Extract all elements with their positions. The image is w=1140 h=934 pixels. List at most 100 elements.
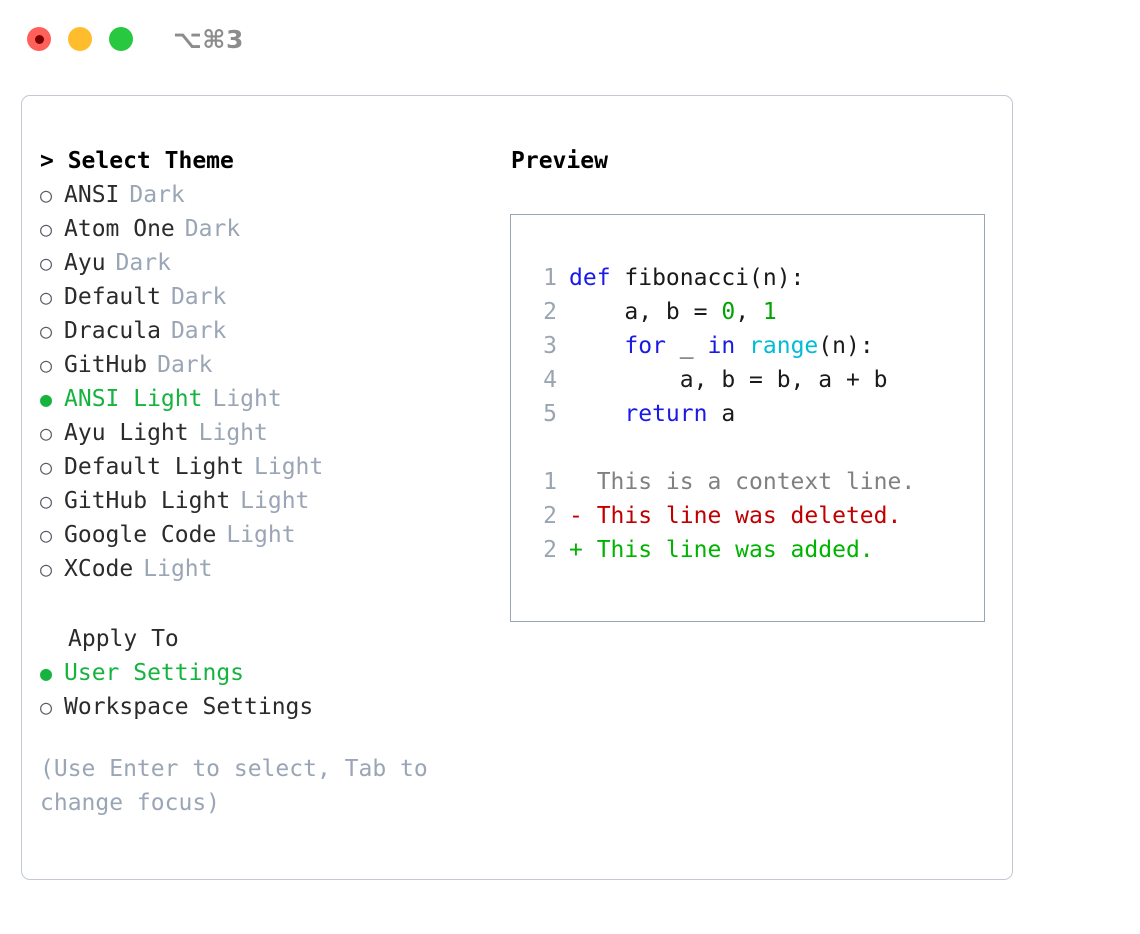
code-line-content: a, b = 0, 1 <box>569 295 777 329</box>
code-line-number: 3 <box>543 333 557 359</box>
theme-option-label: Default Light <box>64 454 245 480</box>
code-token-txt: a, b = b, a + b <box>569 367 888 393</box>
radio-selected-icon: ● <box>40 661 53 685</box>
code-token-fn: range <box>749 333 819 359</box>
recording-indicator-icon <box>34 34 44 44</box>
theme-option[interactable]: ○ Ayu Light Light <box>40 416 510 450</box>
diff-line-number: 2 <box>543 503 557 529</box>
diff-line-content-ctx: This is a context line. <box>569 469 916 495</box>
theme-option-label: GitHub Light <box>64 488 231 514</box>
theme-option-tag: Dark <box>157 352 213 378</box>
code-line-content: for _ in range(n): <box>569 329 873 363</box>
theme-option-label: ANSI <box>64 182 120 208</box>
apply-to-spacer <box>40 586 510 622</box>
theme-option-tag: Dark <box>170 318 227 344</box>
code-line-content: def fibonacci(n): <box>569 261 804 295</box>
theme-picker-header: > Select Theme <box>40 148 234 174</box>
theme-option-tag: Light <box>143 556 213 582</box>
theme-option-label: Default <box>64 284 161 310</box>
radio-selected-icon: ● <box>40 387 53 411</box>
code-line-number: 4 <box>543 367 557 393</box>
theme-option-tag: Dark <box>129 182 185 208</box>
code-token-kw: in <box>707 333 736 359</box>
diff-gap <box>527 431 984 465</box>
theme-option-tag: Dark <box>184 216 241 242</box>
hint-spacer <box>40 724 510 752</box>
code-token-kw: def <box>569 265 625 291</box>
code-token-txt <box>569 401 624 427</box>
code-token-num: 0 <box>721 299 736 325</box>
theme-option-label: GitHub <box>64 352 148 378</box>
theme-option[interactable]: ○ Default Light Light <box>40 450 510 484</box>
code-line: 3 for _ in range(n): <box>527 329 984 363</box>
code-token-txt: a <box>707 401 736 427</box>
close-dot[interactable] <box>27 27 51 51</box>
diff-line-content-add: + This line was added. <box>569 537 874 563</box>
code-token-txt: a, b = <box>569 299 722 325</box>
theme-option-tag: Light <box>240 488 310 514</box>
theme-option[interactable]: ○ Dracula Dark <box>40 314 510 348</box>
shortcut-label: ⌥⌘3 <box>173 24 244 54</box>
apply-to-header: Apply To <box>68 626 179 652</box>
theme-option[interactable]: ○ ANSI Dark <box>40 178 510 212</box>
code-token-num: 1 <box>762 299 777 325</box>
minimize-dot[interactable] <box>68 27 92 51</box>
radio-unselected-icon: ○ <box>40 489 53 513</box>
theme-option[interactable]: ○ Default Dark <box>40 280 510 314</box>
theme-option-label: XCode <box>64 556 134 582</box>
apply-to-option[interactable]: ○Workspace Settings <box>40 690 510 724</box>
keyboard-hint: (Use Enter to select, Tab to change focu… <box>40 756 442 816</box>
theme-option-label: Ayu Light <box>64 420 189 446</box>
preview-header: Preview <box>511 148 608 174</box>
diff-sample: 1 This is a context line. 2 - This line wa… <box>527 465 984 567</box>
maximize-dot[interactable] <box>109 27 133 51</box>
theme-option-tag: Light <box>226 522 296 548</box>
radio-unselected-icon: ○ <box>40 421 53 445</box>
apply-to-option-label: Workspace Settings <box>64 694 314 720</box>
code-line: 1 def fibonacci(n): <box>527 261 984 295</box>
code-line-number: 1 <box>543 265 557 291</box>
diff-line-number: 1 <box>543 469 557 495</box>
radio-unselected-icon: ○ <box>40 353 53 377</box>
theme-option-tag: Dark <box>115 250 171 276</box>
theme-option[interactable]: ○ GitHub Dark <box>40 348 510 382</box>
theme-option[interactable]: ○ GitHub Light Light <box>40 484 510 518</box>
theme-option-label: ANSI Light <box>64 386 203 412</box>
apply-to-option-label: User Settings <box>64 660 245 686</box>
code-token-txt: fibonacci(n): <box>624 265 805 291</box>
radio-unselected-icon: ○ <box>40 319 53 343</box>
radio-unselected-icon: ○ <box>40 285 53 309</box>
diff-line-content-del: - This line was deleted. <box>569 503 902 529</box>
code-token-txt: _ <box>665 333 708 359</box>
code-line-content: return a <box>569 397 735 431</box>
theme-option-label: Dracula <box>64 318 161 344</box>
diff-line: 2+ This line was added. <box>527 533 984 567</box>
window-controls <box>27 27 133 51</box>
theme-option-label: Ayu <box>64 250 106 276</box>
code-token-txt <box>735 333 749 359</box>
theme-option-tag: Light <box>254 454 324 480</box>
theme-option-tag: Light <box>198 420 268 446</box>
apply-to-option[interactable]: ● User Settings <box>40 656 510 690</box>
radio-unselected-icon: ○ <box>40 183 53 207</box>
apply-to-option-list: ● User Settings ○Workspace Settings <box>40 656 510 724</box>
code-line-number: 5 <box>543 401 557 427</box>
radio-unselected-icon: ○ <box>40 455 53 479</box>
theme-option-tag: Dark <box>170 284 227 310</box>
theme-option-label: Atom One <box>64 216 175 242</box>
code-token-kw: return <box>624 401 708 427</box>
code-line-number: 2 <box>543 299 557 325</box>
radio-unselected-icon: ○ <box>40 523 53 547</box>
